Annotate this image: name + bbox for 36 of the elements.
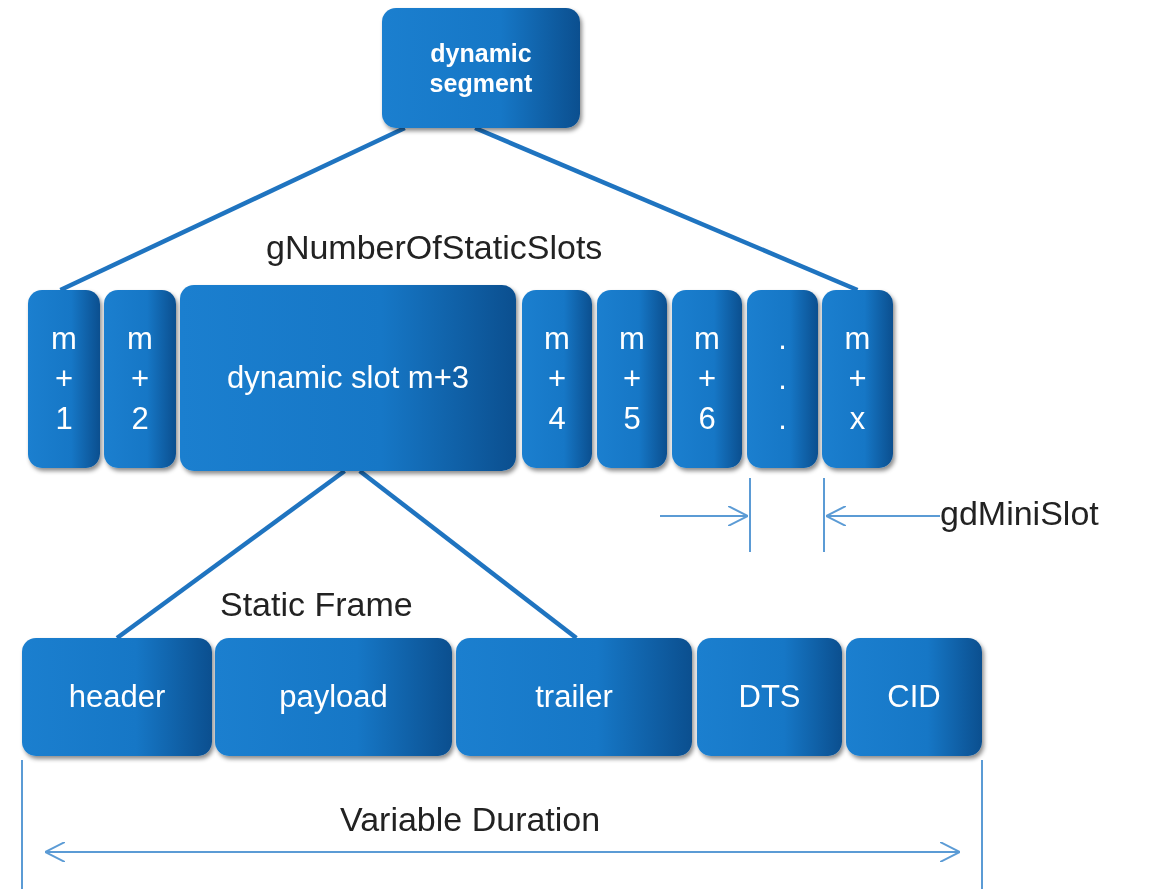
- process-box: [22, 638, 212, 756]
- process-box: [456, 638, 692, 756]
- node-label: m + 1: [50, 320, 78, 438]
- process-box: [215, 638, 452, 756]
- process-box: [846, 638, 982, 756]
- slot-box: [28, 290, 100, 468]
- node-label: dynamic slot m+3: [226, 359, 470, 397]
- node-label: m + 5: [618, 320, 646, 438]
- node-label: m + x: [843, 320, 872, 438]
- connector-line: [59, 125, 406, 293]
- connector-line: [115, 469, 346, 640]
- slot-box: [822, 290, 893, 468]
- node-label: trailer: [535, 678, 613, 716]
- node-label: CID: [887, 678, 941, 716]
- process-box: [697, 638, 842, 756]
- slot-box: [747, 290, 818, 468]
- node-label: dynamic segment: [428, 38, 534, 98]
- process-box: [382, 8, 580, 128]
- node-label: DTS: [738, 678, 801, 716]
- process-box: [180, 285, 516, 471]
- dimension-label: gdMiniSlot: [940, 494, 1099, 533]
- node-label: payload: [279, 678, 388, 716]
- slot-box: [672, 290, 742, 468]
- node-label: header: [68, 678, 166, 716]
- node-label: m + 4: [543, 320, 571, 438]
- caption-label: Static Frame: [220, 585, 413, 624]
- caption-label: Variable Duration: [340, 800, 601, 839]
- connector-line: [358, 469, 578, 640]
- node-label: m + 6: [693, 320, 721, 438]
- connector-line: [474, 125, 859, 293]
- node-label: m + 2: [126, 320, 154, 438]
- slot-box: [597, 290, 667, 468]
- caption-label: gNumberOfStaticSlots: [266, 228, 603, 267]
- node-label: . . .: [777, 320, 788, 438]
- slot-box: [104, 290, 176, 468]
- slot-box: [522, 290, 592, 468]
